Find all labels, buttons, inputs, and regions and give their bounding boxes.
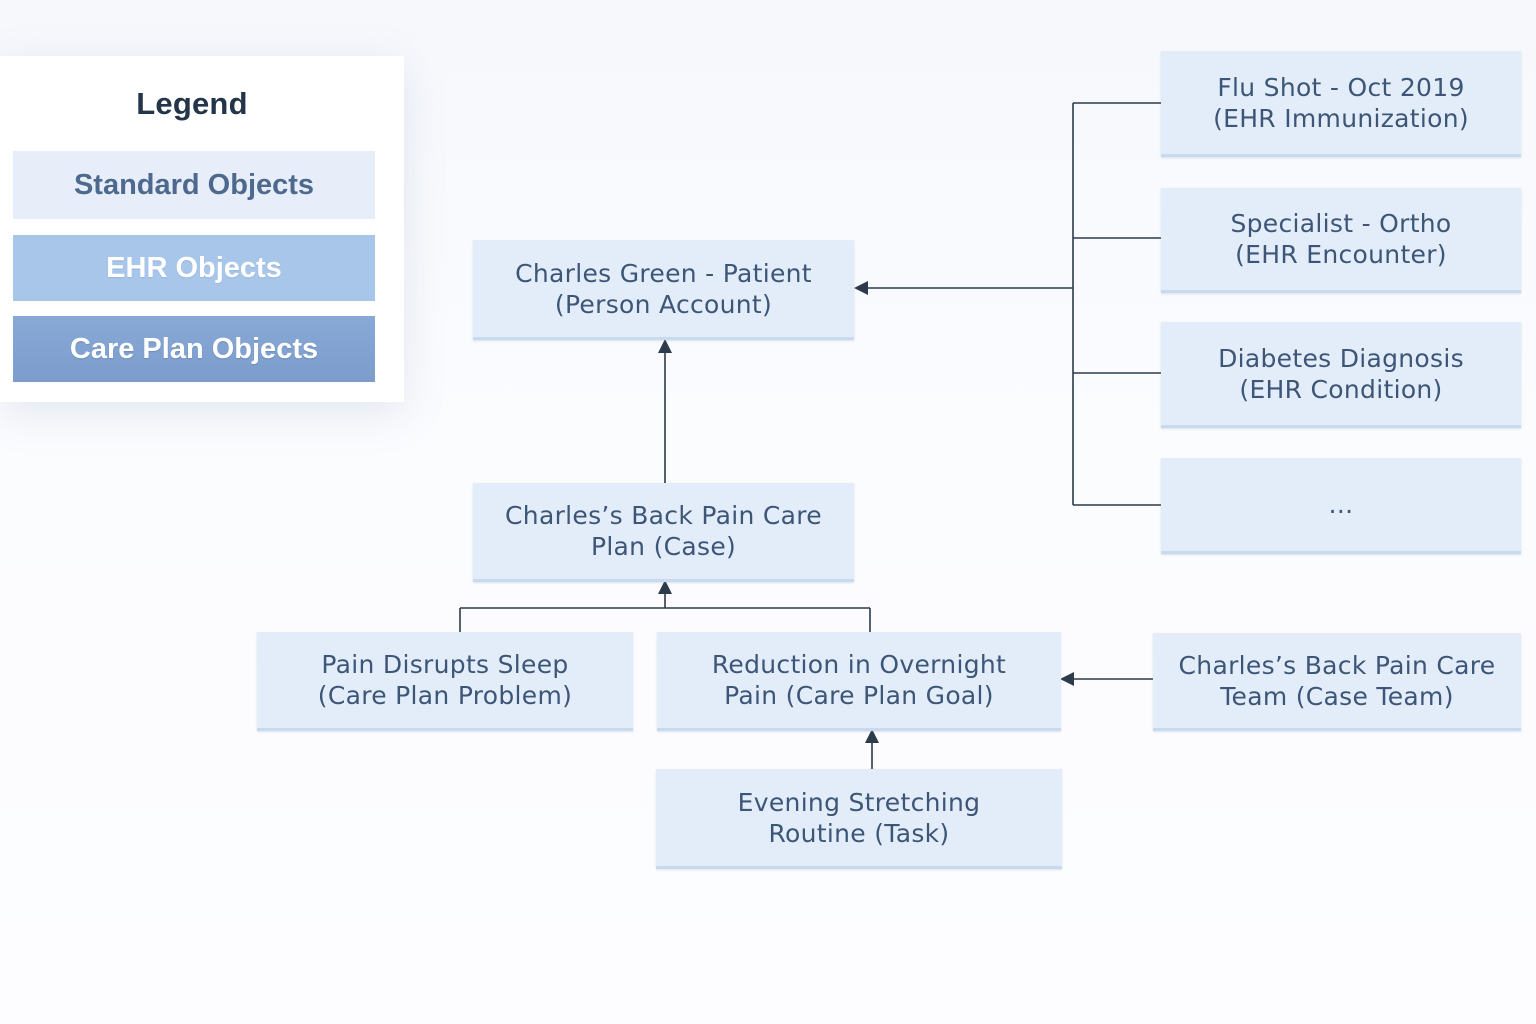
node-ehr-encounter[interactable]: Specialist - Ortho (EHR Encounter) (1161, 188, 1521, 293)
node-care-plan-case[interactable]: Charles’s Back Pain Care Plan (Case) (473, 483, 854, 582)
node-care-plan-goal[interactable]: Reduction in Overnight Pain (Care Plan G… (657, 632, 1061, 731)
node-careplan-line1: Charles’s Back Pain Care (505, 501, 822, 530)
node-care-plan-problem[interactable]: Pain Disrupts Sleep (Care Plan Problem) (257, 632, 633, 731)
node-diabetes-line2: (EHR Condition) (1239, 374, 1443, 404)
legend-item-ehr-objects: EHR Objects (13, 235, 375, 301)
legend-panel: Legend Standard Objects EHR Objects Care… (0, 56, 404, 402)
legend-title: Legend (136, 86, 248, 121)
node-more-ellipsis: ... (1328, 490, 1354, 519)
node-specialist-line2: (EHR Encounter) (1235, 240, 1447, 269)
node-goal-line2: Pain (Care Plan Goal) (724, 681, 994, 710)
node-diabetes-line1: Diabetes Diagnosis (1218, 343, 1464, 373)
node-specialist-line1: Specialist - Ortho (1230, 209, 1452, 238)
legend-item-standard-objects: Standard Objects (13, 151, 375, 219)
node-ehr-condition[interactable]: Diabetes Diagnosis (EHR Condition) (1161, 322, 1521, 428)
node-goal-line1: Reduction in Overnight (711, 650, 1007, 679)
node-more-ehr-records[interactable]: ... (1161, 458, 1521, 554)
node-careplan-line2: Plan (Case) (590, 532, 737, 561)
node-flushot-line1: Flu Shot - Oct 2019 (1217, 72, 1465, 102)
node-patient-line1: Charles Green - Patient (515, 258, 812, 288)
node-task[interactable]: Evening Stretching Routine (Task) (656, 769, 1062, 869)
node-problem-line2: (Care Plan Problem) (317, 681, 573, 710)
node-careteam-line1: Charles’s Back Pain Care (1178, 650, 1496, 680)
node-problem-line1: Pain Disrupts Sleep (321, 650, 569, 679)
ehr-bracket-connector (1072, 102, 1161, 506)
node-task-line1: Evening Stretching (737, 787, 981, 817)
legend-item-care-plan-objects: Care Plan Objects (13, 316, 375, 382)
node-patient-line2: (Person Account) (554, 289, 773, 319)
node-task-line2: Routine (Task) (768, 818, 950, 848)
node-patient-person-account[interactable]: Charles Green - Patient (Person Account) (473, 240, 854, 340)
node-flushot-line2: (EHR Immunization) (1213, 103, 1469, 133)
node-ehr-immunization[interactable]: Flu Shot - Oct 2019 (EHR Immunization) (1161, 51, 1521, 157)
node-case-team[interactable]: Charles’s Back Pain Care Team (Case Team… (1153, 633, 1521, 731)
problem-goal-bracket-connector (459, 607, 871, 632)
node-careteam-line2: Team (Case Team) (1220, 681, 1454, 711)
